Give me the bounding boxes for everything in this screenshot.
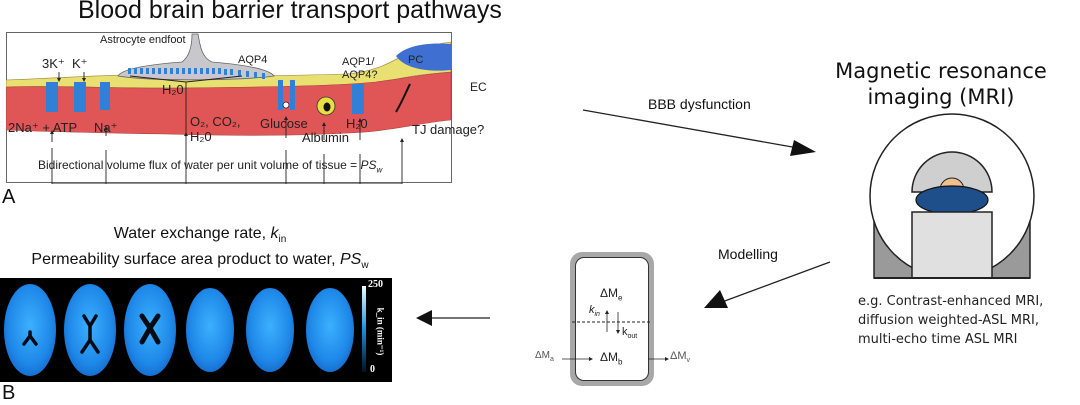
mri-example: e.g. Contrast-enhanced MRI, xyxy=(858,294,1044,309)
brain-slice xyxy=(246,288,294,372)
astrocyte-label: Astrocyte endfoot xyxy=(100,34,186,46)
mri-examples: e.g. Contrast-enhanced MRI, diffusion we… xyxy=(858,292,1043,349)
kout-label: kout xyxy=(622,326,638,341)
bbb-dysfunction-label: BBB dysfunction xyxy=(648,96,751,112)
colorbar-label: k_in (min⁻¹) xyxy=(375,307,386,356)
pc-label: PC xyxy=(408,54,424,66)
panel-b-title: Water exchange rate, kin Permeability su… xyxy=(31,225,369,272)
o2-label-line1: O₂, CO₂, xyxy=(190,114,241,129)
o2-label-line2: H₂0 xyxy=(190,129,212,144)
astrocyte-endfoot xyxy=(117,33,275,81)
brain-slice xyxy=(306,288,354,372)
compartment-model xyxy=(570,252,654,386)
h2o-top-label: H₂0 xyxy=(162,82,184,97)
bbb-dysfunction-arrow xyxy=(582,109,816,156)
transporters xyxy=(46,80,364,114)
mri-example: diffusion weighted-ASL MRI, xyxy=(858,313,1039,328)
kin-label: kin xyxy=(589,304,600,319)
aqp4-label: AQP4 xyxy=(238,54,268,66)
tight-junction xyxy=(395,83,411,113)
k3-label: 3K⁺ xyxy=(42,56,65,71)
panel-b-label: B xyxy=(2,382,16,404)
brain-slice xyxy=(4,284,56,376)
tj-damage-label: TJ damage? xyxy=(412,122,485,137)
flux-text: Bidirectional volume flux of water per u… xyxy=(38,158,383,175)
na-atp-label: 2Na⁺ + ATP xyxy=(8,120,78,135)
albumin-label: Albumin xyxy=(302,130,349,145)
ec-label: EC xyxy=(470,80,487,94)
k-label: K⁺ xyxy=(72,56,88,71)
kin-map-slices xyxy=(4,284,366,376)
h2o-bottom-label: H₂0 xyxy=(346,116,368,131)
mb-label: ΔMb xyxy=(600,350,623,367)
aqp1-label-line1: AQP1/ xyxy=(342,56,375,68)
modelling-arrow xyxy=(704,261,831,308)
brain-slice xyxy=(186,288,234,372)
aqp1-label-line2: AQP4? xyxy=(342,69,378,81)
mri-scanner-icon xyxy=(869,113,1035,279)
bbb-diagram-full xyxy=(6,32,452,184)
flux-bracket xyxy=(51,72,403,184)
colorbar-max: 250 xyxy=(368,279,383,290)
pericyte xyxy=(396,43,451,71)
na-label: Na⁺ xyxy=(94,120,118,135)
modelling-label: Modelling xyxy=(718,246,778,262)
ma-label: ΔMa xyxy=(535,350,554,363)
me-label: ΔMe xyxy=(600,286,623,303)
ventricle xyxy=(139,313,161,345)
colorbar-min: 0 xyxy=(370,364,375,375)
mri-example: multi-echo time ASL MRI xyxy=(858,332,1018,347)
ventricle xyxy=(80,314,100,354)
panel-a-label: A xyxy=(2,186,16,208)
colorbar xyxy=(362,286,366,372)
glucose-label: Glucose xyxy=(260,116,308,131)
mri-title: Magnetic resonance imaging (MRI) xyxy=(835,59,1047,109)
mv-label: ΔMv xyxy=(670,350,691,365)
glucose-transporter xyxy=(282,101,290,109)
panel-a-title: Blood brain barrier transport pathways xyxy=(78,0,502,24)
result-arrow xyxy=(416,310,490,326)
endothelium xyxy=(6,71,452,136)
ventricle xyxy=(22,330,38,346)
aqp4-channels xyxy=(128,68,265,79)
